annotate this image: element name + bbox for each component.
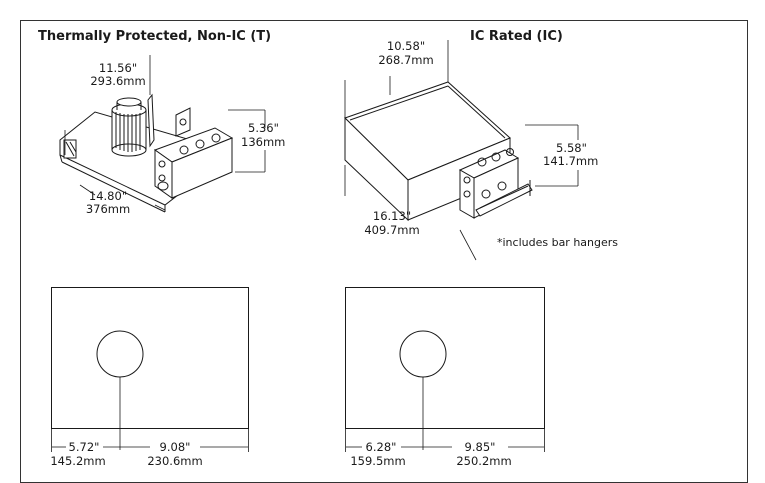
- ic-height-in: 5.58": [556, 141, 587, 155]
- ic-housing-drawing: [344, 40, 579, 261]
- ic-length-in: 16.13": [372, 209, 412, 223]
- non-ic-length-in: 14.80": [88, 189, 128, 203]
- non-ic-cutout-left-in: 5.72": [68, 440, 100, 454]
- ic-cutout-left-in: 6.28": [365, 440, 397, 454]
- non-ic-height-mm: 136mm: [241, 135, 286, 149]
- ic-length-mm: 409.7mm: [364, 223, 420, 237]
- non-ic-housing-drawing: [59, 55, 266, 213]
- ic-height-mm: 141.7mm: [543, 154, 599, 168]
- ic-cutout-left-mm: 159.5mm: [350, 454, 406, 468]
- non-ic-width-in: 11.56": [98, 61, 138, 75]
- ic-title: IC Rated (IC): [470, 29, 563, 44]
- non-ic-title: Thermally Protected, Non-IC (T): [38, 29, 272, 44]
- non-ic-cutout-right-in: 9.08": [159, 440, 191, 454]
- bar-hanger-note: *includes bar hangers: [497, 236, 619, 249]
- non-ic-cutout-template: [51, 287, 249, 452]
- ic-width-mm: 268.7mm: [378, 53, 434, 67]
- non-ic-height-in: 5.36": [248, 121, 279, 135]
- ic-cutout-template: [345, 287, 545, 452]
- ic-cutout-right-in: 9.85": [464, 440, 496, 454]
- page-frame: [20, 20, 748, 483]
- non-ic-cutout-left-mm: 145.2mm: [50, 454, 106, 468]
- non-ic-cutout-right-mm: 230.6mm: [147, 454, 203, 468]
- non-ic-width-mm: 293.6mm: [90, 74, 146, 88]
- ic-width-in: 10.58": [386, 39, 426, 53]
- ic-cutout-right-mm: 250.2mm: [456, 454, 512, 468]
- non-ic-length-mm: 376mm: [85, 202, 131, 216]
